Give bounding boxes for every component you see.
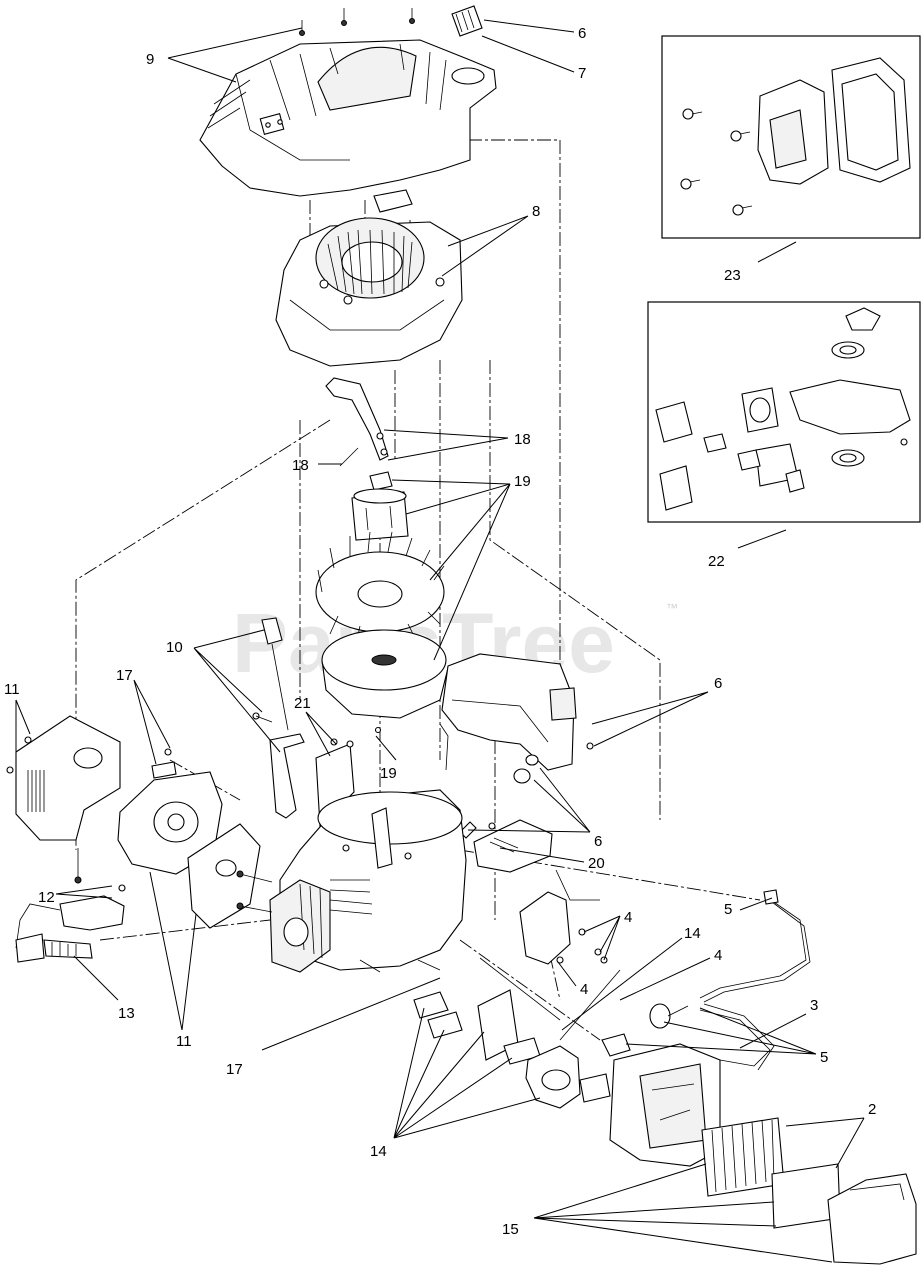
rewind-starter bbox=[275, 189, 463, 367]
bracket-21 bbox=[315, 738, 355, 828]
callout-18-left: 18 bbox=[292, 457, 309, 474]
shroud-screws bbox=[299, 8, 415, 36]
air-filter-element bbox=[701, 1117, 785, 1197]
engine-shroud bbox=[199, 39, 497, 197]
callout-13: 13 bbox=[118, 1005, 135, 1022]
control-panel bbox=[473, 819, 553, 873]
callout-6-lower: 6 bbox=[594, 833, 602, 850]
air-cleaner-base bbox=[609, 1003, 721, 1167]
dipstick-tube bbox=[252, 617, 305, 819]
callout-4-rod: 4 bbox=[714, 947, 722, 964]
callout-14-carb: 14 bbox=[370, 1143, 387, 1160]
callout-23: 23 bbox=[724, 267, 741, 284]
engine-block bbox=[269, 789, 467, 973]
governor-bracket bbox=[479, 869, 608, 1021]
callout-8: 8 bbox=[532, 203, 540, 220]
gasket-kit-box bbox=[647, 301, 921, 523]
engine-bolts bbox=[74, 848, 273, 913]
fuel-line bbox=[601, 889, 811, 1071]
brake-bracket bbox=[325, 377, 389, 467]
muffler-gasket bbox=[187, 823, 261, 929]
oil-fill-cap bbox=[451, 5, 483, 37]
callout-3: 3 bbox=[810, 997, 818, 1014]
callout-2: 2 bbox=[868, 1101, 876, 1118]
callout-22: 22 bbox=[708, 553, 725, 570]
callout-9: 9 bbox=[146, 51, 154, 68]
callout-4-lower: 4 bbox=[580, 981, 588, 998]
callout-12: 12 bbox=[38, 889, 55, 906]
fuel-tank bbox=[439, 653, 594, 839]
callout-11-muffler: 11 bbox=[176, 1033, 192, 1050]
callout-18-right: 18 bbox=[514, 431, 531, 448]
callout-15: 15 bbox=[502, 1221, 519, 1238]
spark-plug bbox=[15, 933, 93, 963]
callout-11-shield: 11 bbox=[4, 681, 20, 698]
callout-5-top: 5 bbox=[724, 901, 732, 918]
callout-6-cap: 6 bbox=[578, 25, 586, 42]
valve-cover-kit-box bbox=[661, 35, 921, 239]
callout-17-gasket: 17 bbox=[226, 1061, 243, 1078]
flywheel-assembly bbox=[315, 471, 449, 734]
leader-lines bbox=[15, 19, 865, 1263]
callout-5-lower: 5 bbox=[820, 1049, 828, 1066]
callout-10: 10 bbox=[166, 639, 183, 656]
callout-6-tank: 6 bbox=[714, 675, 722, 692]
callout-4-bracket: 4 bbox=[624, 909, 632, 926]
callout-21: 21 bbox=[294, 695, 311, 712]
callout-14-linkage: 14 bbox=[684, 925, 701, 942]
callout-7: 7 bbox=[578, 65, 586, 82]
callout-19-top: 19 bbox=[514, 473, 531, 490]
watermark-trademark: ™ bbox=[666, 601, 678, 615]
callout-17-muffler: 17 bbox=[116, 667, 133, 684]
carburetor bbox=[413, 969, 621, 1109]
callout-labels: 9 6 7 8 18 18 19 10 11 17 21 19 6 6 20 1… bbox=[4, 25, 876, 1238]
air-cleaner-cover bbox=[827, 1173, 917, 1265]
muffler bbox=[117, 748, 223, 875]
muffler-shield bbox=[6, 715, 121, 841]
callout-20: 20 bbox=[588, 855, 605, 872]
ignition-coil bbox=[15, 884, 126, 949]
callout-19-bottom: 19 bbox=[380, 765, 397, 782]
